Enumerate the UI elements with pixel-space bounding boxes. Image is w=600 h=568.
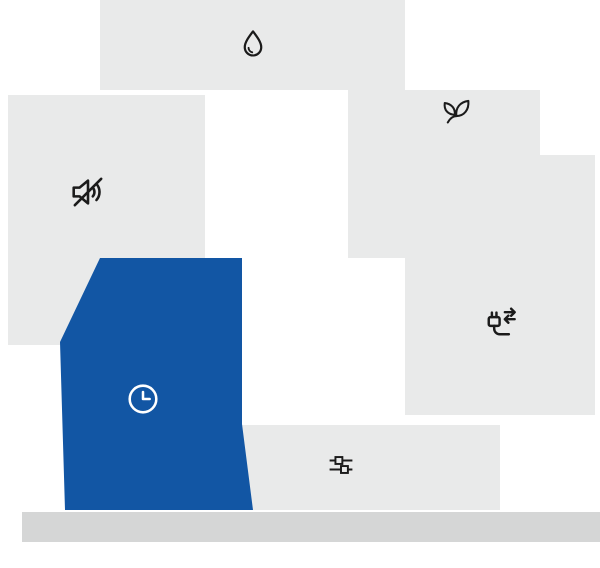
speaker-muted-icon [66, 170, 110, 214]
leaf-icon [437, 93, 475, 131]
tile-water[interactable] [100, 0, 405, 90]
water-drop-icon [234, 26, 272, 64]
tile-settings[interactable] [210, 425, 500, 510]
accent-banner-shape[interactable] [58, 256, 256, 512]
sliders-icon [323, 447, 359, 483]
tile-power[interactable] [405, 155, 595, 415]
plug-swap-icon [480, 301, 522, 343]
bottom-bar [22, 512, 600, 542]
clock-icon [124, 380, 162, 418]
